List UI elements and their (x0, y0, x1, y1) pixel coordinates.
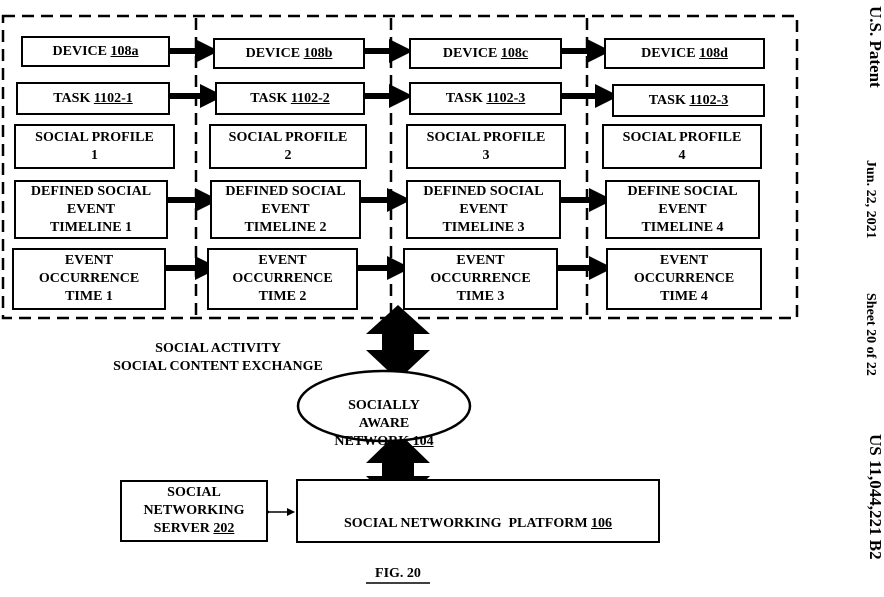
task-label-2: TASK 1102-2 (250, 90, 330, 106)
occurrence-label-4: EVENT OCCURRENCE TIME 4 (633, 253, 735, 304)
device-box-3: DEVICE 108c (409, 38, 562, 69)
occurrence-label-1: EVENT OCCURRENCE TIME 1 (38, 253, 140, 304)
device-box-1: DEVICE 108a (21, 36, 170, 67)
task-box-1: TASK 1102-1 (16, 82, 170, 115)
task-box-2: TASK 1102-2 (215, 82, 365, 115)
timeline-box-4: DEFINE SOCIAL EVENT TIMELINE 4 (605, 180, 760, 239)
double-arrow-upper (366, 305, 430, 380)
device-label-2: DEVICE 108b (245, 45, 333, 61)
social-profile-box-4: SOCIAL PROFILE 4 (602, 124, 762, 169)
occurrence-box-1: EVENT OCCURRENCE TIME 1 (12, 248, 166, 310)
task-label-1: TASK 1102-1 (53, 90, 133, 106)
social-networking-server-label: SOCIAL NETWORKING SERVER 202 (143, 485, 245, 536)
social-networking-platform-label: SOCIAL NETWORKING PLATFORM 106 (343, 516, 613, 531)
social-activity-label: SOCIAL ACTIVITY SOCIAL CONTENT EXCHANGE (113, 341, 323, 374)
social-profile-label-3: SOCIAL PROFILE 3 (426, 129, 546, 163)
network-label: SOCIALLY AWARE NETWORK 104 (334, 398, 434, 449)
social-networking-server-box: SOCIAL NETWORKING SERVER 202 (120, 480, 268, 542)
occurrence-label-3: EVENT OCCURRENCE TIME 3 (430, 253, 531, 304)
flow-arrows (166, 39, 619, 280)
social-profile-box-2: SOCIAL PROFILE 2 (209, 124, 367, 169)
task-label-4: TASK 1102-3 (648, 92, 729, 108)
device-box-4: DEVICE 108d (604, 38, 765, 69)
network-ellipse (296, 369, 472, 443)
patent-sheet: Sheet 20 of 22 (863, 293, 878, 376)
timeline-label-1: DEFINED SOCIAL EVENT TIMELINE 1 (30, 183, 152, 235)
patent-date: Jun. 22, 2021 (863, 160, 878, 239)
occurrence-box-2: EVENT OCCURRENCE TIME 2 (207, 248, 358, 310)
patent-label: U.S. Patent (866, 6, 884, 88)
social-profile-box-3: SOCIAL PROFILE 3 (406, 124, 566, 169)
timeline-box-3: DEFINED SOCIAL EVENT TIMELINE 3 (406, 180, 561, 239)
task-box-3: TASK 1102-3 (409, 82, 562, 115)
patent-number: US 11,044,221 B2 (866, 434, 884, 560)
timeline-box-1: DEFINED SOCIAL EVENT TIMELINE 1 (14, 180, 168, 239)
occurrence-box-3: EVENT OCCURRENCE TIME 3 (403, 248, 558, 310)
task-label-3: TASK 1102-3 (445, 90, 526, 106)
occurrence-label-2: EVENT OCCURRENCE TIME 2 (232, 253, 333, 304)
timeline-box-2: DEFINED SOCIAL EVENT TIMELINE 2 (210, 180, 361, 239)
timeline-label-3: DEFINED SOCIAL EVENT TIMELINE 3 (423, 183, 544, 235)
social-profile-label-4: SOCIAL PROFILE 4 (622, 129, 742, 163)
device-label-1: DEVICE 108a (52, 43, 139, 59)
device-label-3: DEVICE 108c (442, 45, 529, 61)
social-networking-platform-box: SOCIAL NETWORKING PLATFORM 106 (296, 479, 660, 543)
social-profile-label-1: SOCIAL PROFILE 1 (35, 129, 154, 163)
timeline-label-2: DEFINED SOCIAL EVENT TIMELINE 2 (225, 183, 346, 235)
task-box-4: TASK 1102-3 (612, 84, 765, 117)
social-profile-box-1: SOCIAL PROFILE 1 (14, 124, 175, 169)
device-label-4: DEVICE 108d (641, 45, 728, 61)
occurrence-box-4: EVENT OCCURRENCE TIME 4 (606, 248, 762, 310)
figure-label: FIG. 20 (375, 566, 421, 581)
device-box-2: DEVICE 108b (213, 38, 365, 69)
timeline-label-4: DEFINE SOCIAL EVENT TIMELINE 4 (627, 183, 738, 235)
social-profile-label-2: SOCIAL PROFILE 2 (228, 129, 348, 163)
